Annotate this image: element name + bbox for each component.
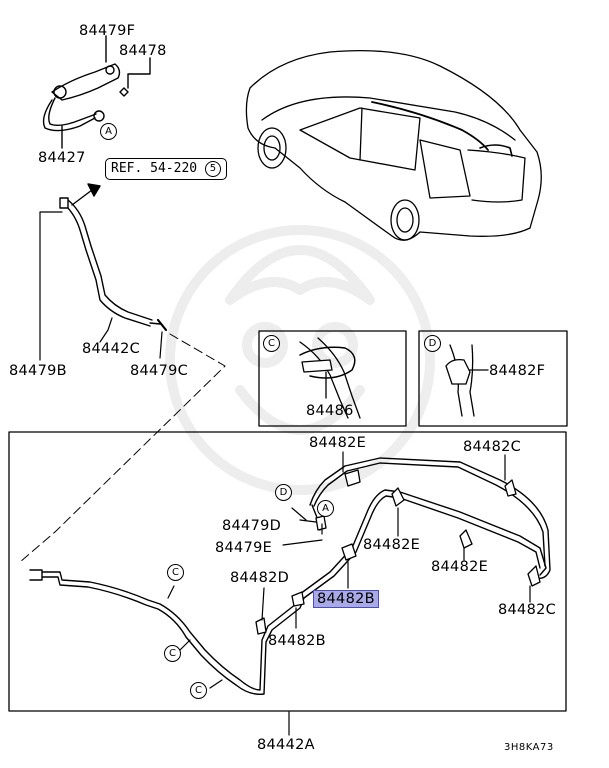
callout-a-upper: A — [100, 123, 117, 140]
part-label-84478[interactable]: 84478 — [119, 43, 167, 59]
part-label-84479C[interactable]: 84479C — [130, 363, 189, 379]
part-label-84482E-top[interactable]: 84482E — [309, 435, 367, 451]
callout-c-main-3: C — [190, 682, 207, 699]
detail-box-c — [258, 330, 407, 427]
part-label-84479B[interactable]: 84479B — [9, 363, 67, 379]
vehicle-illustration — [245, 50, 542, 241]
diagram-code: 3H8KA73 — [504, 742, 554, 753]
part-label-84427[interactable]: 84427 — [38, 150, 86, 166]
callout-c-detail: C — [263, 335, 280, 352]
hose-84442C — [59, 197, 168, 332]
main-detail-box — [8, 431, 567, 712]
leader-lines-lower — [167, 451, 531, 736]
part-label-84482B-selected[interactable]: 84482B — [313, 590, 379, 608]
dashed-lines — [19, 333, 226, 563]
part-label-84479D[interactable]: 84479D — [222, 518, 282, 534]
part-label-84482C-right[interactable]: 84482C — [498, 602, 557, 618]
watermark-emblem — [165, 225, 435, 495]
callout-c-main-2: C — [164, 645, 181, 662]
ref-box[interactable]: REF. 54-220 5 — [105, 158, 227, 180]
part-label-84442A[interactable]: 84442A — [257, 737, 315, 753]
ref-arrow — [71, 183, 101, 206]
leader-lines-upper — [39, 211, 163, 361]
ref-text: REF. 54-220 — [111, 161, 198, 176]
part-label-84482E-mid[interactable]: 84482E — [363, 537, 421, 553]
callout-c-main-1: C — [167, 564, 184, 581]
callout-d-detail: D — [424, 335, 441, 352]
part-label-84479E[interactable]: 84479E — [215, 540, 273, 556]
detail-box-d — [418, 330, 568, 427]
part-label-84442C[interactable]: 84442C — [82, 341, 141, 357]
part-label-84482C-top[interactable]: 84482C — [463, 439, 522, 455]
part-label-84482E-low[interactable]: 84482E — [431, 559, 489, 575]
callout-d-main: D — [275, 484, 292, 501]
part-label-84482B[interactable]: 84482B — [268, 633, 326, 649]
part-label-84482D[interactable]: 84482D — [230, 570, 290, 586]
part-label-84482F[interactable]: 84482F — [489, 363, 546, 379]
ref-circle: 5 — [204, 160, 221, 177]
nozzle-assembly — [42, 35, 151, 149]
part-label-84486[interactable]: 84486 — [306, 403, 354, 419]
clips — [255, 469, 541, 635]
part-label-84479F[interactable]: 84479F — [79, 23, 136, 39]
callout-a-main: A — [317, 500, 334, 517]
